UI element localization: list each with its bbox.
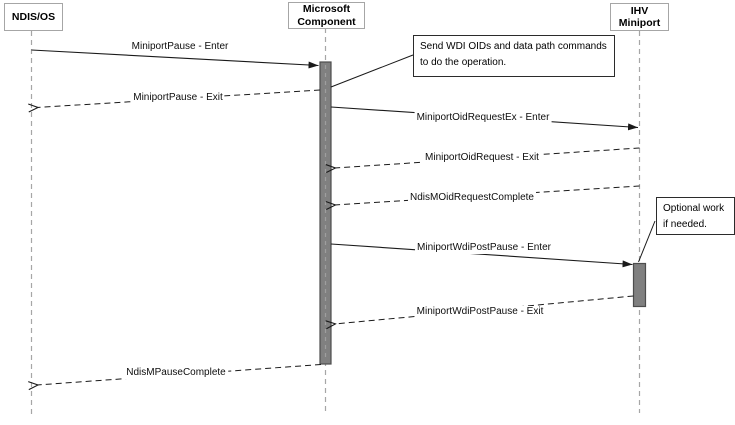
actor-ihv-label-line1: IHV — [630, 4, 649, 17]
label-ndismpausecomplete: NdisMPauseComplete — [124, 367, 228, 379]
note-send-wdi-oids: Send WDI OIDs and data path commands to … — [413, 35, 615, 77]
actor-ndis-os: NDIS/OS — [4, 3, 63, 31]
actor-ndis-os-label: NDIS/OS — [11, 10, 56, 23]
label-miniportwdipostpause-exit: MiniportWdiPostPause - Exit — [414, 306, 546, 318]
label-miniportwdipostpause-enter: MiniportWdiPostPause - Enter — [415, 242, 553, 254]
actor-microsoft-label-line1: Microsoft — [302, 3, 351, 16]
label-miniportpause-exit: MiniportPause - Exit — [131, 92, 225, 104]
note2-connector — [638, 220, 656, 263]
actor-ihv-miniport: IHV Miniport — [610, 3, 669, 31]
activation-bar-ihv — [632, 262, 647, 308]
actor-microsoft-label-line2: Component — [297, 15, 356, 28]
label-miniportoidrequestex-enter: MiniportOidRequestEx - Enter — [414, 112, 552, 124]
label-miniportoidrequest-exit: MiniportOidRequest - Exit — [423, 152, 541, 164]
note-optional-work: Optional work if needed. — [656, 197, 735, 235]
arrow-miniportwdipostpause-enter — [330, 243, 633, 268]
label-miniportpause-enter: MiniportPause - Enter — [129, 41, 231, 53]
actor-ihv-label-line2: Miniport — [618, 17, 661, 29]
label-ndismoidrequestcomplete: NdisMOidRequestComplete — [408, 192, 536, 204]
note1-connector — [330, 54, 414, 88]
actor-microsoft-component: Microsoft Component — [288, 2, 365, 29]
arrow-miniportpause-enter — [31, 49, 319, 69]
